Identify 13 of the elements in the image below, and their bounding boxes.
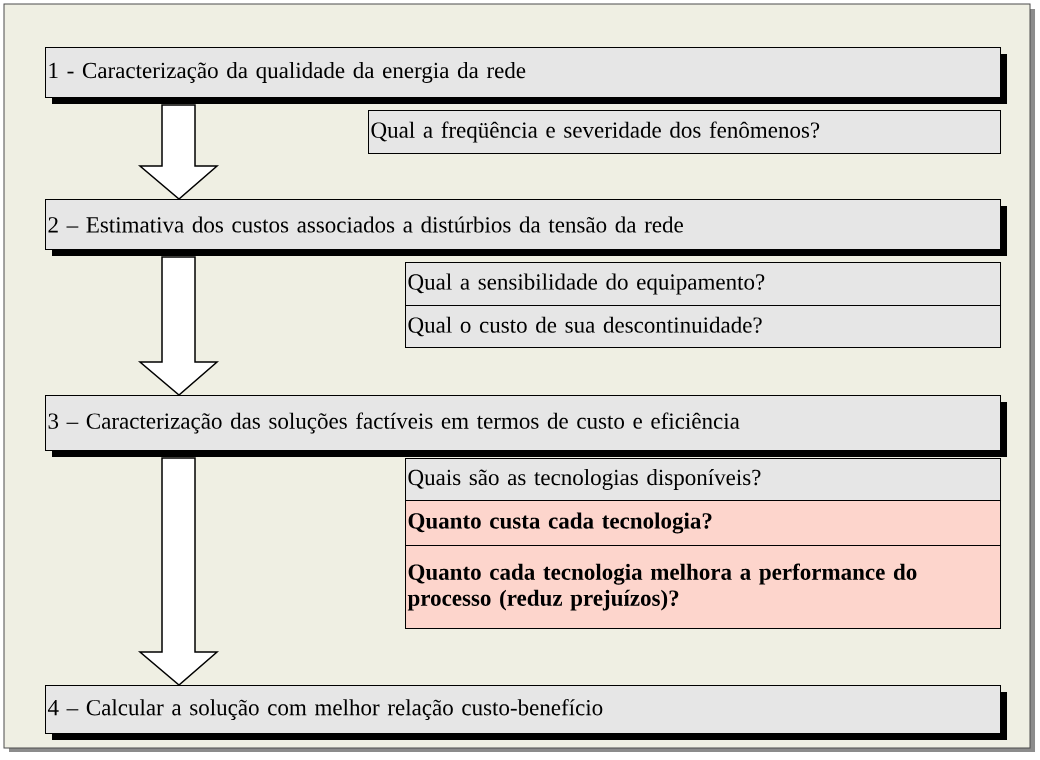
question-box: Qual a freqüência e severidade dos fenômenos? bbox=[368, 110, 1001, 154]
step-box: 2 – Estimativa dos custos associados a distúrbios da tensão da rede bbox=[45, 199, 1007, 256]
question-box: Quanto custa cada tecnologia? bbox=[405, 500, 1001, 546]
block-arrow bbox=[137, 104, 219, 200]
step-box: 1 - Caracterização da qualidade da energia da rede bbox=[45, 47, 1007, 104]
question-box: Quanto cada tecnologia melhora a performance do processo (reduz prejuízos)? bbox=[405, 545, 1001, 629]
question-box: Quais são as tecnologias disponíveis? bbox=[405, 458, 1001, 501]
step-box: 4 – Calcular a solução com melhor relação custo-benefício bbox=[45, 685, 1007, 740]
block-arrow bbox=[137, 457, 219, 686]
question-box: Qual o custo de sua descontinuidade? bbox=[405, 305, 1001, 348]
step-box: 3 – Caracterização das soluções factíveis em termos de custo e eficiência bbox=[45, 395, 1007, 457]
question-box: Qual a sensibilidade do equipamento? bbox=[405, 262, 1001, 306]
block-arrow bbox=[137, 256, 219, 396]
